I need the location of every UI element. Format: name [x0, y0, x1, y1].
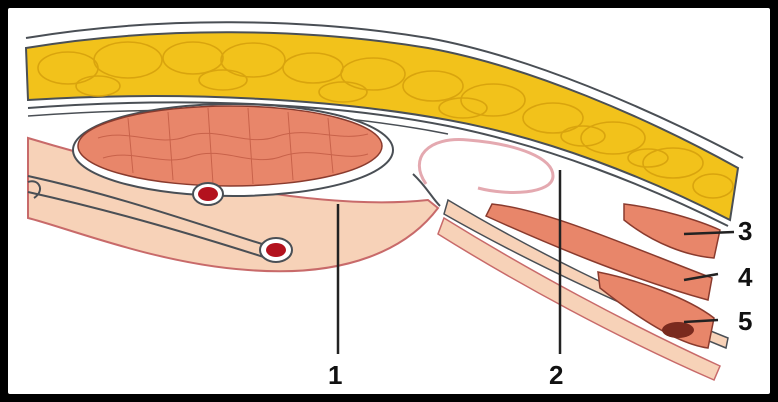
label-2: 2 [549, 360, 563, 390]
label-5: 5 [738, 306, 752, 336]
label-4: 4 [738, 262, 753, 292]
muscle-layers [438, 200, 728, 380]
muscle-belly [73, 104, 393, 196]
label-1: 1 [328, 360, 342, 390]
anatomical-diagram: 1 2 3 4 5 [8, 8, 770, 394]
vessel-upper [193, 183, 223, 205]
label-3: 3 [738, 216, 752, 246]
vessel-lower [260, 238, 292, 262]
muscle-5-vessel [662, 322, 694, 338]
diagram-panel: 1 2 3 4 5 [8, 8, 770, 394]
